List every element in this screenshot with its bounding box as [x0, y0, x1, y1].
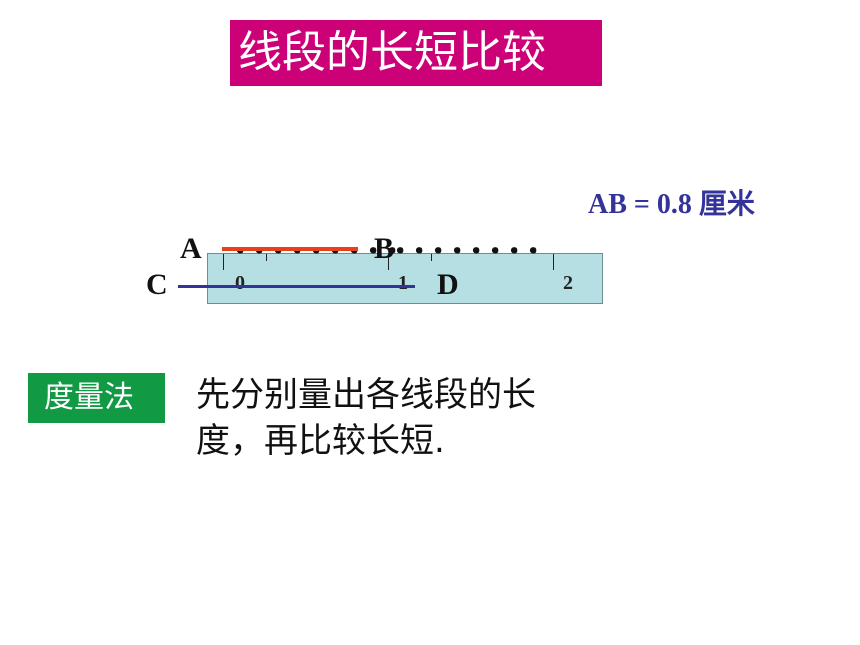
ruler-dots-left: ．．．．．．．．． [232, 224, 420, 261]
point-label-b: B [374, 232, 395, 265]
measurement-result: AB = 0.8 厘米 [588, 189, 755, 220]
segment-cd [178, 285, 415, 288]
ruler-tick-minor [266, 254, 267, 261]
ruler: 0 1 2 [207, 253, 603, 304]
ruler-tick-0 [223, 254, 224, 270]
ruler-tick-minor [431, 254, 432, 261]
method-badge: 度量法 [28, 373, 165, 423]
ruler-tick-label-1: 1 [398, 272, 408, 294]
method-description: 先分别量出各线段的长度，再比较长短. [196, 375, 536, 461]
ruler-dots-right: ．．．．．．．． [392, 224, 561, 261]
point-label-a: A [180, 232, 202, 265]
ruler-tick-label-2: 2 [563, 272, 573, 294]
method-label: 度量法 [44, 380, 134, 415]
ruler-tick-label-0: 0 [235, 272, 245, 294]
segment-ab [222, 247, 358, 251]
page-title: 线段的长短比较 [238, 27, 546, 78]
ruler-tick-2 [553, 254, 554, 270]
ruler-tick-1 [388, 254, 389, 270]
title-banner: 线段的长短比较 [230, 20, 602, 86]
point-label-d: D [437, 268, 459, 301]
point-label-c: C [146, 268, 168, 301]
